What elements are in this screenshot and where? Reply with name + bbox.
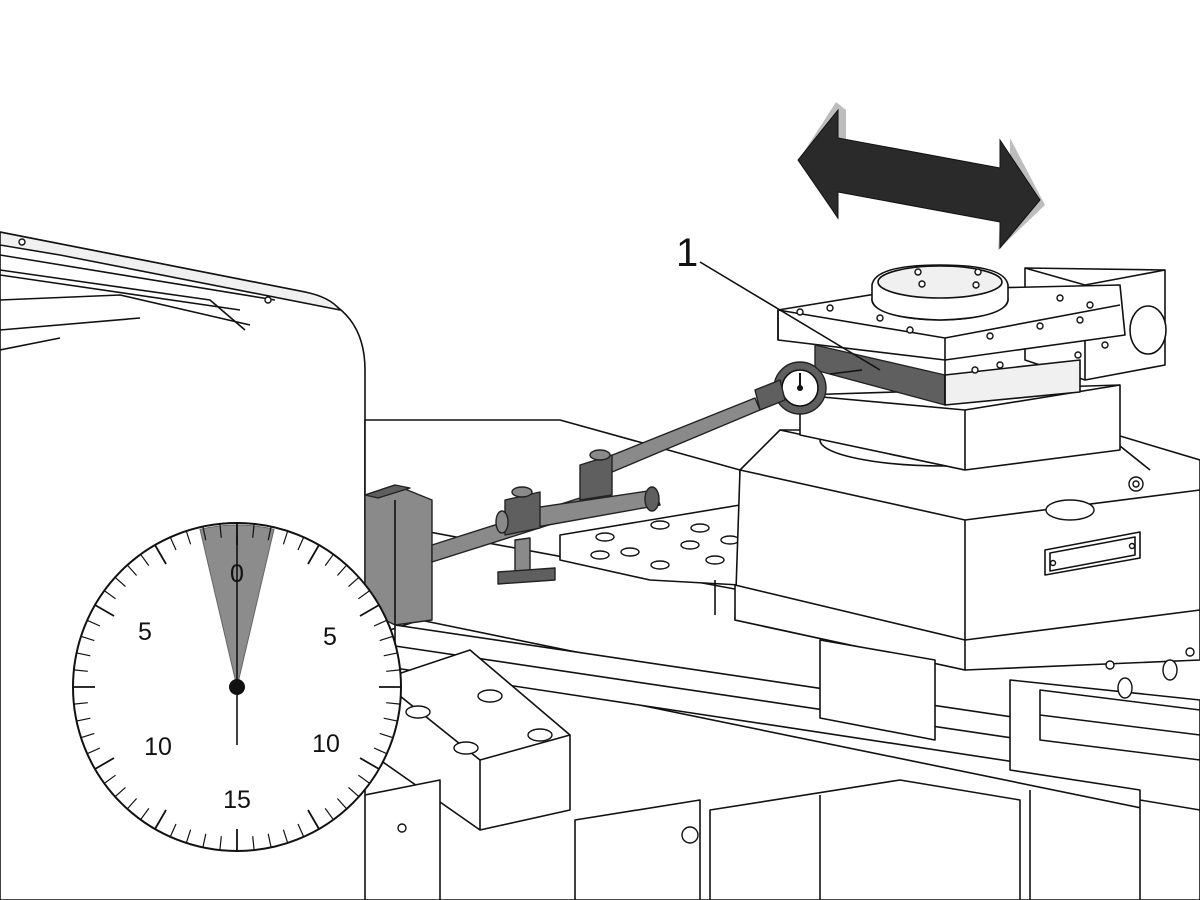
dial-number-left-10: 10 [144,733,172,761]
dial-indicator [754,361,863,415]
double-headed-arrow [797,108,1041,250]
dial-tick [76,717,91,722]
magnetic-base-arm [364,397,761,626]
callout-label: 1 [676,231,698,275]
dial-tick [140,553,150,566]
dial-tick [76,652,91,657]
dial-tick [358,590,371,600]
callout: 1 [676,231,881,371]
dial-tick [154,544,167,565]
dial-tick [386,669,401,672]
dial-tick [373,619,388,627]
dial-tick [307,544,320,565]
dial-tick [383,652,398,657]
dial-number-15: 15 [223,786,251,814]
dial-face: 0 5 5 10 10 15 [72,522,402,852]
dial-tick [336,564,348,576]
dial-tick [307,809,320,830]
dial-tick [103,774,116,784]
dial-tick [126,798,138,810]
dial-tick [379,732,394,739]
dial-tick-marks [73,523,401,851]
dial-tick [73,669,88,672]
dial-number-right-10: 10 [312,730,340,758]
dial-tick [103,590,116,600]
dial-number-0: 0 [230,560,244,588]
dial-tick [297,536,305,551]
dial-tick [185,530,192,545]
dial-tick [202,833,207,848]
dial-needle-hub [229,679,245,695]
dial-tick [169,536,177,551]
dial-tick [202,526,207,541]
dial-tick [140,808,150,821]
dial-tick [86,619,101,627]
dial-tick [324,553,334,566]
dial-tick [252,836,255,851]
dial-tick [348,786,360,798]
dial-tick [73,702,88,705]
dial-tick [94,604,115,617]
dial-tick [383,717,398,722]
dial-tick [282,829,289,844]
dial-tick [169,823,177,838]
dial-tick [359,757,380,770]
dial-tick [282,530,289,545]
dial-tick [219,523,222,538]
dial-tick [185,829,192,844]
dial-tick [348,576,360,588]
dial-tick [219,836,222,851]
dial-tick [80,635,95,642]
dial-tick [359,604,380,617]
dial-tick [80,732,95,739]
dial-tick [252,523,255,538]
dial-tick [154,809,167,830]
dial-tick [379,635,394,642]
dial-tick [114,576,126,588]
dial-number-right-5: 5 [323,623,337,651]
dial-tick [267,526,272,541]
dial-tick [297,823,305,838]
dial-tick [336,798,348,810]
dial-number-left-5: 5 [138,618,152,646]
dial-tick [386,702,401,705]
dial-tick [114,786,126,798]
turret-head [777,264,1167,471]
turret-base [734,429,1200,741]
dial-tick [126,564,138,576]
dial-tick [358,774,371,784]
dial-tick [267,833,272,848]
dial-tick [94,757,115,770]
dial-tick [373,747,388,755]
dial-tick [86,747,101,755]
motion-arrow [797,102,1045,250]
dial-tick [324,808,334,821]
